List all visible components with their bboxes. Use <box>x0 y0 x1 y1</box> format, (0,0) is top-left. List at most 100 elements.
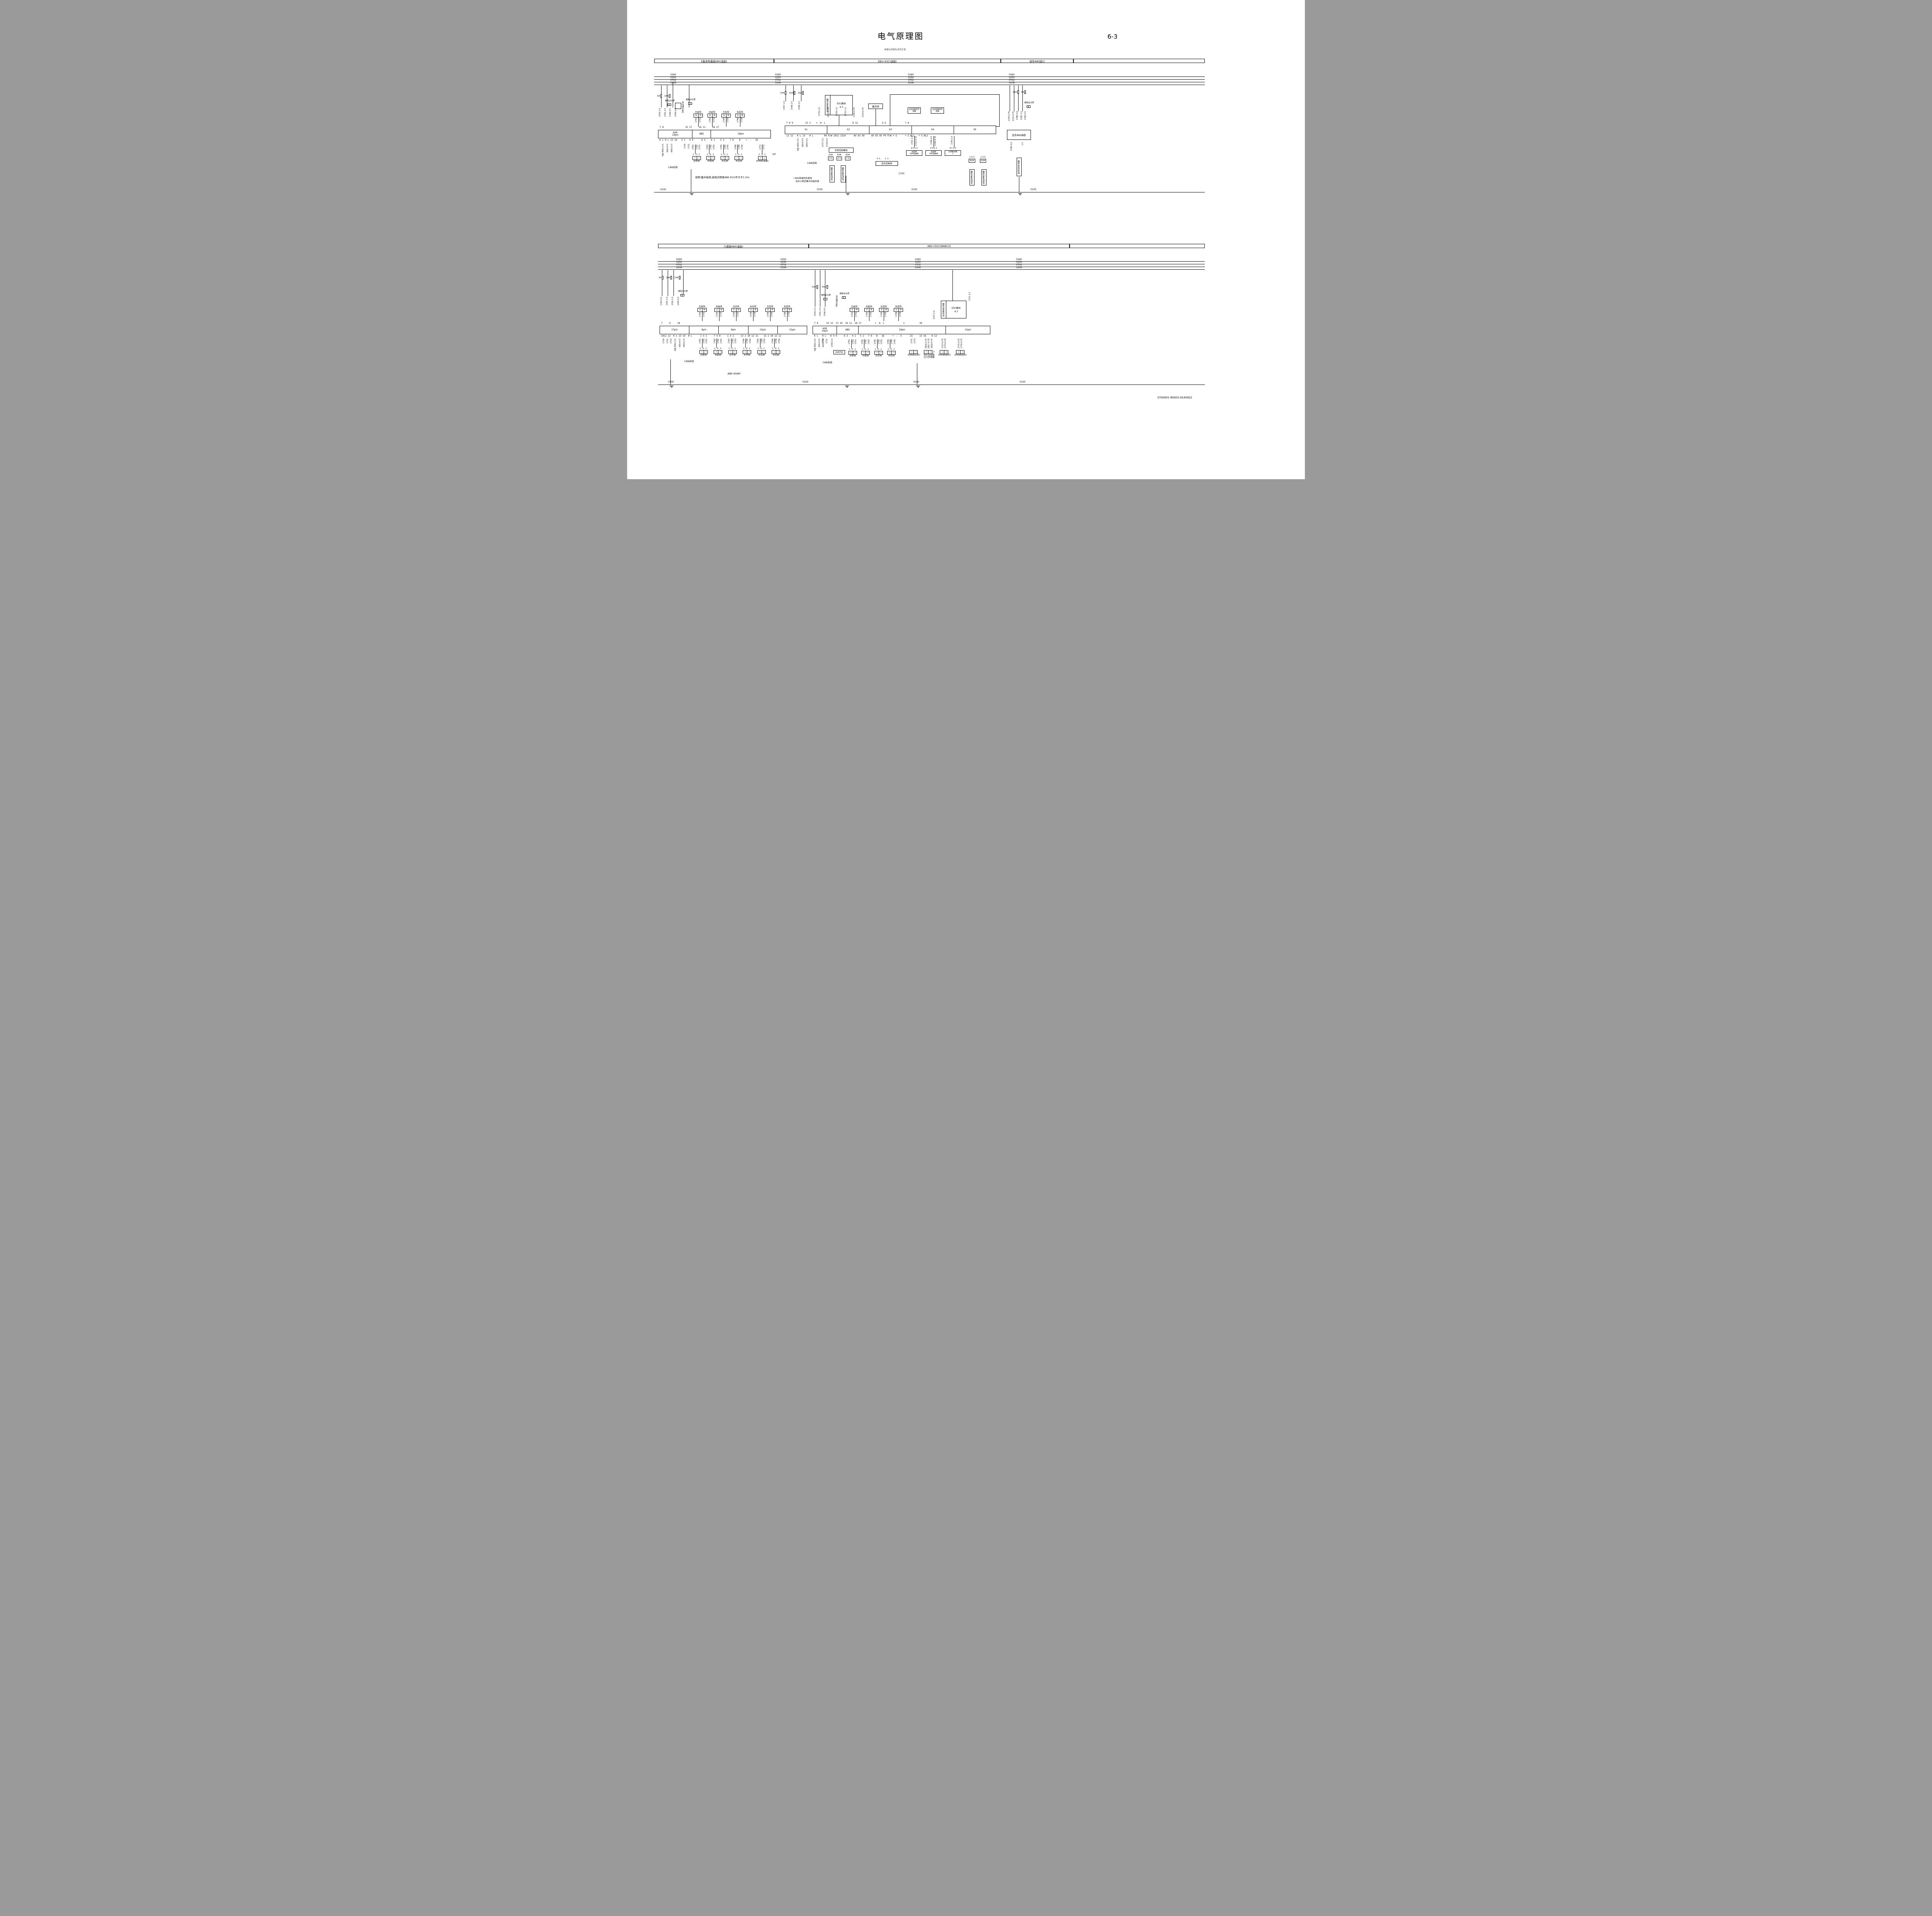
cluster-label: 接组合仪表 <box>1024 102 1034 104</box>
fuse-icon <box>826 285 828 289</box>
diode-icon: ◁ <box>701 351 702 353</box>
device-box: ◁◁ <box>956 350 965 354</box>
ground-icon <box>845 385 849 388</box>
valve-label: 右中阀 <box>743 354 750 356</box>
wire <box>698 117 699 127</box>
wire-label: 1736 <box>787 312 790 317</box>
wire-label: 0014 0.5 <box>679 339 681 347</box>
wire-label: 1752 <box>867 339 870 344</box>
wire-label: 1734 <box>753 312 756 317</box>
fuse: 10A <box>666 276 672 279</box>
wire-label: 1791 <box>702 339 705 344</box>
ecu-section: 6pin <box>689 326 719 334</box>
wire <box>673 270 674 296</box>
wire-label: 1746 <box>784 312 786 317</box>
diode-icon: ◁ <box>866 351 869 354</box>
sensor-label: 左前传 <box>699 306 706 308</box>
fuse-rating: 5A <box>657 95 660 97</box>
wire-label: 1707 1.0 <box>783 101 786 110</box>
diode-icon: ◁ <box>747 350 751 354</box>
diode-icon: ◁ <box>739 156 743 160</box>
section-header-wabco: ABS+ESC(WABCO) <box>809 244 1070 248</box>
connector-box-icon <box>688 102 692 105</box>
diode-icon: ◁ <box>889 351 891 354</box>
wire-label: 1771 <box>911 339 913 344</box>
bus-wire-label: 0208 <box>775 82 781 84</box>
wire-label: 1711 <box>825 339 828 344</box>
wire-label: 1792 <box>717 339 719 344</box>
wire <box>851 339 852 349</box>
wire-label: 1743 <box>733 312 735 317</box>
wire-label: 1795 <box>760 339 763 344</box>
pin-m: M <box>854 308 859 312</box>
fuse-rating: 25A <box>1013 91 1017 94</box>
fuse: 5A <box>1021 90 1026 94</box>
wire-label: 1756 <box>741 145 743 150</box>
pin-g: G <box>767 309 769 311</box>
ecu-section: 12pin <box>789 328 796 331</box>
diode-icon: ◁ <box>957 351 959 353</box>
valve-pins: A D E <box>759 154 766 156</box>
valve-coil-box: ◁◁ <box>874 351 883 355</box>
wire-label: 1762 <box>861 339 864 344</box>
section-header-empty-bottom <box>1070 244 1205 248</box>
trailer-valve-pins: 4 5 1 3 <box>877 158 889 160</box>
wire <box>737 145 738 154</box>
port-id: 62# <box>969 159 975 163</box>
backup-pressure-valve: 备压阀 <box>868 104 883 109</box>
wire-label: 1705 0.5 <box>831 339 833 347</box>
valve-label: 左前阀 <box>849 354 856 357</box>
pin-g: G <box>723 114 725 117</box>
ebs-note-line2: 在ECU附近集中后接负极 <box>796 180 819 183</box>
port-pins: 2 1 <box>836 157 842 160</box>
fuse: 5A <box>657 94 662 98</box>
pin-m: M <box>884 308 888 312</box>
diode-icon: ◁ <box>708 157 710 159</box>
wire-label: 1752 <box>713 145 715 150</box>
pin-g: G <box>695 114 697 117</box>
fuse-icon <box>662 276 664 279</box>
ecu-section-18pin: 18pin <box>737 133 744 135</box>
bus-wire-label: 0260 <box>1016 259 1022 261</box>
wire-label: 1756 <box>778 339 781 344</box>
wire-label: 2817 0.75 <box>928 339 930 349</box>
pin-m: M <box>740 114 744 117</box>
valve-pins: A D E <box>692 154 701 156</box>
ground-icon <box>1018 193 1022 195</box>
bus-wire-label: 0260 <box>915 259 921 261</box>
cluster-label: 接组合仪表 <box>840 293 850 295</box>
pin-g: G <box>750 309 752 311</box>
sensor-label: 右后传 <box>784 306 791 308</box>
device-pins: 4 5 1 3 <box>949 148 956 150</box>
wear-sensor-row: 右前桥磨损传感器左前桥磨损传感器 <box>908 107 944 114</box>
wire-label: 1720 0.75 <box>827 107 830 117</box>
wire-label: 1726 0.75 <box>1008 111 1010 121</box>
ground-icon <box>690 193 694 195</box>
wire-label: 1732 <box>869 312 872 317</box>
pin-m: M <box>753 308 757 312</box>
